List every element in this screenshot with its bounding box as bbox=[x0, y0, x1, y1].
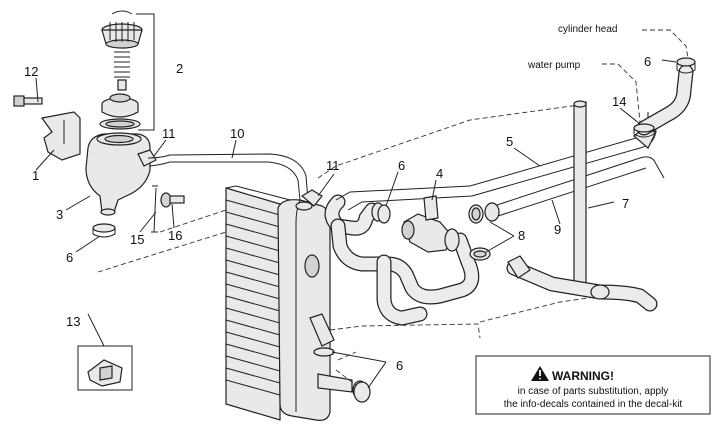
callout-bracket-2 bbox=[136, 13, 155, 131]
routing-guide-lines bbox=[97, 29, 689, 389]
hose-clamp-6-mid bbox=[371, 202, 391, 224]
expansion-tank-cap bbox=[101, 10, 143, 49]
callout-16: 16 bbox=[168, 228, 182, 243]
water-pump-pipe bbox=[484, 156, 665, 222]
callout-8: 8 bbox=[518, 228, 525, 243]
label-water-pump: water pump bbox=[527, 60, 581, 71]
tank-bracket bbox=[40, 111, 81, 161]
expansion-tank bbox=[85, 132, 157, 216]
warning-title: WARNING! bbox=[552, 369, 614, 383]
callout-1: 1 bbox=[32, 168, 39, 183]
callout-15: 15 bbox=[130, 232, 144, 247]
warning-line-1: in case of parts substitution, apply bbox=[518, 386, 669, 397]
callout-6-low: 6 bbox=[396, 358, 403, 373]
leader-lines bbox=[35, 59, 677, 389]
thermostat-valve bbox=[401, 195, 460, 253]
bleed-pipe bbox=[506, 100, 658, 312]
callout-6-mid: 6 bbox=[398, 158, 405, 173]
callout-3: 3 bbox=[56, 207, 63, 222]
callout-7: 7 bbox=[622, 196, 629, 211]
cylinder-head-clamp bbox=[676, 57, 696, 74]
tank-washer bbox=[151, 185, 158, 233]
callout-13: 13 bbox=[66, 314, 80, 329]
tank-fixing-screw bbox=[160, 192, 185, 208]
tank-seal-ring bbox=[99, 118, 141, 130]
radiator-inlet-hose bbox=[324, 194, 480, 326]
water-pump-clamp bbox=[633, 123, 655, 138]
label-cylinder-head: cylinder head bbox=[558, 24, 617, 35]
callout-9: 9 bbox=[554, 222, 561, 237]
clip-part-13 bbox=[77, 313, 133, 391]
cap-spring bbox=[114, 51, 130, 91]
bracket-screw bbox=[13, 95, 43, 107]
hose-clamps-6-low bbox=[313, 347, 371, 403]
callout-5: 5 bbox=[506, 134, 513, 149]
callout-numbers: 1 2 3 4 5 6 6 6 6 7 8 9 10 11 11 12 13 1… bbox=[24, 54, 651, 373]
warning-triangle-icon bbox=[531, 366, 549, 381]
hose-clamps-8 bbox=[468, 204, 491, 261]
callout-4: 4 bbox=[436, 166, 443, 181]
callout-11-rad: 11 bbox=[326, 158, 340, 173]
tank-hose-clamp bbox=[92, 223, 116, 238]
callout-10: 10 bbox=[230, 126, 244, 141]
callout-14: 14 bbox=[612, 94, 626, 109]
cylinder-head-pipe bbox=[335, 112, 657, 211]
callout-12: 12 bbox=[24, 64, 38, 79]
overflow-hose bbox=[147, 153, 309, 201]
callout-6-tank: 6 bbox=[66, 250, 73, 265]
warning-box: WARNING! in case of parts substitution, … bbox=[475, 355, 711, 415]
radiator-core bbox=[225, 185, 292, 421]
radiator-side-tank bbox=[277, 189, 331, 421]
callout-11-tank: 11 bbox=[162, 126, 176, 141]
cap-valve bbox=[101, 93, 139, 118]
callout-2: 2 bbox=[176, 61, 183, 76]
callout-6-head: 6 bbox=[644, 54, 651, 69]
warning-line-2: the info-decals contained in the decal-k… bbox=[504, 399, 683, 410]
cylinder-head-upper-pipe bbox=[636, 64, 694, 136]
